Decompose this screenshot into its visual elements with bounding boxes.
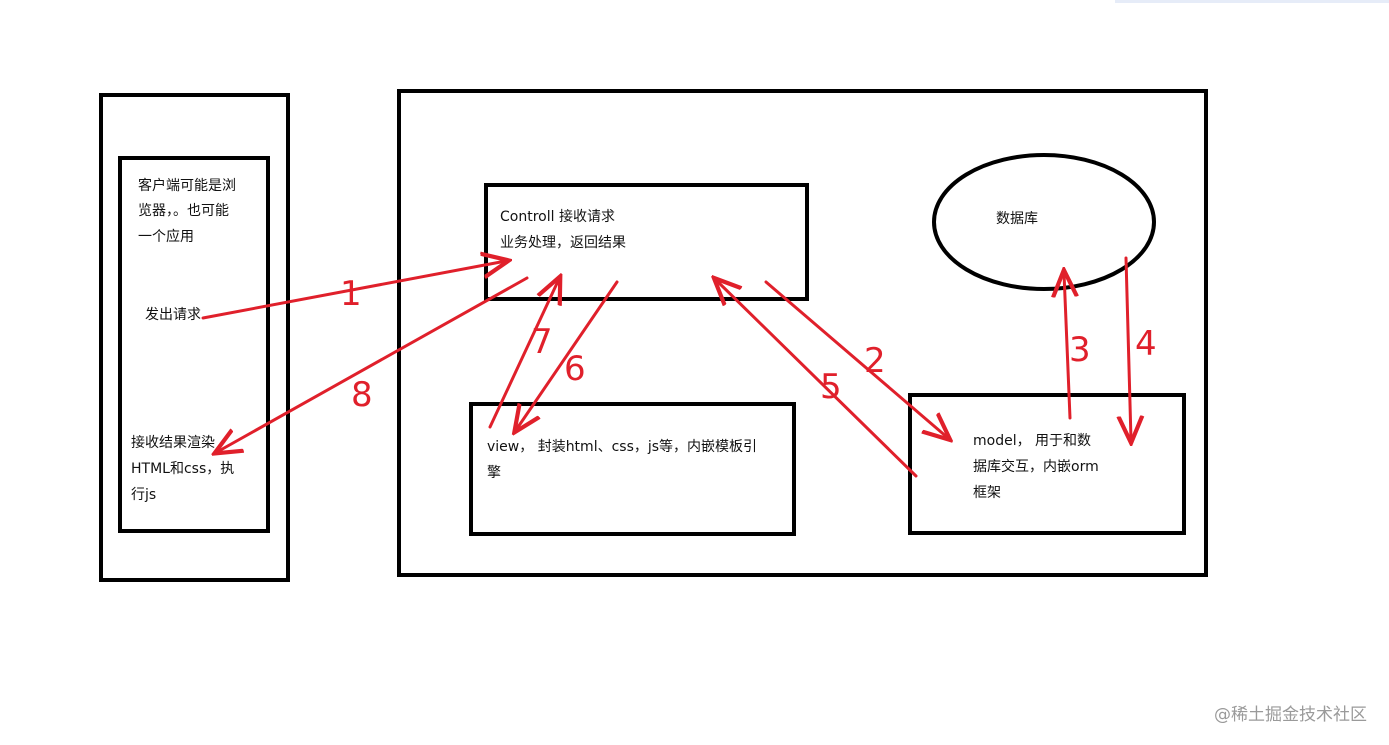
view-box [469,402,796,536]
client-description: 客户端可能是浏 览器，。也可能 一个应用 [138,177,236,245]
arrow-2 [764,280,948,438]
server-outer-box [397,89,1208,577]
arrow-label-6: 6 [564,349,586,389]
client-description-line-3: 一个应用 [138,228,194,245]
client-receive: 接收结果渲染 HTML和css，执 行js [131,434,234,503]
controller-line-1: Controll 接收请求 [500,208,615,225]
model-line-3: 框架 [973,485,1001,501]
arrow-label-5: 5 [820,367,842,407]
send-request-label: 发出请求 [145,307,201,323]
client-outer-box [99,93,290,582]
view-line-2: 擎 [487,465,501,481]
receive-line-3: 行js [131,487,156,503]
receive-line-1: 接收结果渲染 [131,434,215,451]
model-box [908,393,1186,535]
arrow-label-4: 4 [1135,324,1157,364]
arrow-label-8: 8 [351,375,373,415]
arrow-layer: 1 2 3 4 5 67 8 [201,256,1157,478]
arrow-6 [516,280,619,430]
receive-line-2: HTML和css，执 [131,461,234,477]
controller-line-2: 业务处理，返回结果 [500,235,626,251]
watermark-text: @稀土掘金技术社区 [1214,705,1367,725]
arrow-label-3: 3 [1069,330,1091,370]
arrow-label-1: 1 [340,274,362,314]
arrow-5 [716,280,918,478]
database-ellipse [932,153,1156,291]
arrow-1 [201,261,506,320]
arrow-7 [488,279,559,429]
client-inner-box [118,156,270,533]
client-description-line-2: 览器，。也可能 [138,203,229,219]
arrow-8 [217,276,529,452]
client-description-line-1: 客户端可能是浏 [138,177,236,194]
arrow-3 [1064,273,1070,420]
arrow-4 [1126,256,1131,440]
controller-box [484,183,809,301]
view-line-1: view， 封装html、css，js等，内嵌模板引 [487,438,757,455]
top-edge-bar [1115,0,1389,3]
database-label: 数据库 [996,211,1038,227]
arrow-label-2: 2 [864,341,886,381]
model-line-1: model， 用于和数 [973,433,1091,449]
arrow-label-7: 7 [531,322,553,362]
model-line-2: 据库交互，内嵌orm [973,458,1099,475]
